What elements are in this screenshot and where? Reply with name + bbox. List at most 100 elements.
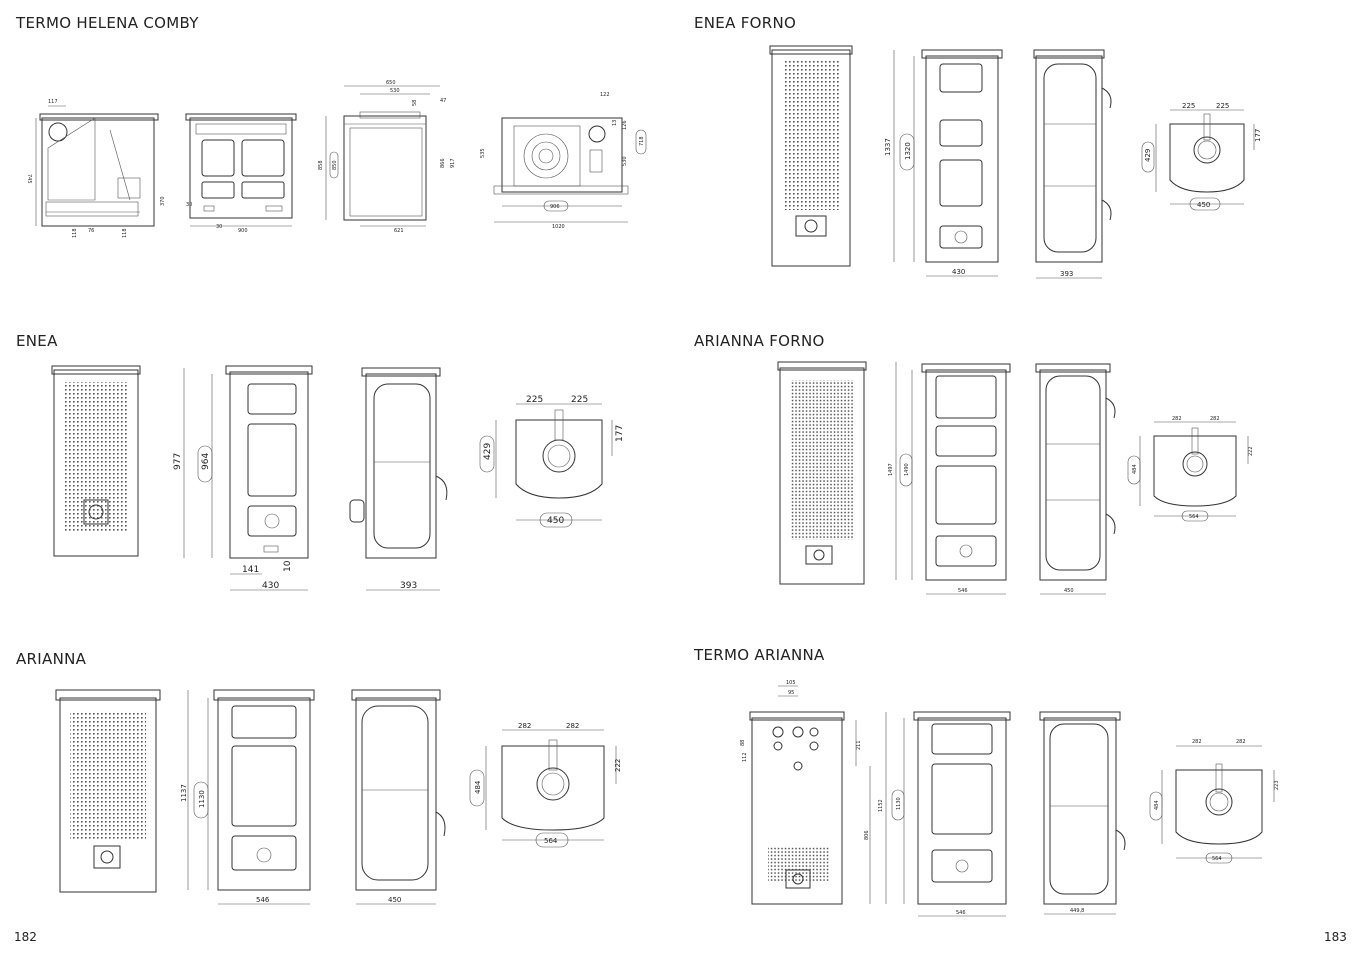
- dim-label: 484: [474, 780, 482, 794]
- termo-helena-comby-side-view: [39, 113, 159, 227]
- dim-label: 1497: [888, 463, 894, 476]
- arianna-forno-back-view: [777, 361, 867, 585]
- termo-arianna-front-view: [913, 711, 1011, 905]
- dim-label: 1490: [904, 463, 910, 476]
- dim-label: 535: [480, 148, 486, 158]
- arianna-front-view: [213, 689, 315, 891]
- section-title-termo-arianna: TERMO ARIANNA: [694, 646, 825, 664]
- arianna-back-view: [55, 689, 161, 893]
- dim-label: 222: [1248, 446, 1254, 456]
- dim-label: 58: [412, 100, 418, 106]
- dim-label: 370: [160, 196, 166, 206]
- dim-label: 429: [1144, 149, 1152, 162]
- dim-label: 225: [1216, 102, 1229, 110]
- arianna-forno-dimensions: 1497 1490 546 450 282 282 222 484 564: [888, 362, 1254, 595]
- dim-label: 745: [26, 174, 32, 184]
- dim-label: 225: [571, 395, 588, 405]
- dim-label: 47: [440, 98, 446, 104]
- dim-label: 222: [614, 759, 622, 772]
- dim-label: 88: [740, 740, 746, 746]
- dim-label: 95: [788, 690, 794, 696]
- termo-helena-comby-side-view-2: [343, 111, 427, 221]
- dim-label: 449,8: [1070, 908, 1084, 914]
- dim-label: 650: [386, 80, 396, 86]
- dim-label: 105: [786, 680, 796, 686]
- dim-label: 393: [1060, 270, 1073, 278]
- dim-label: 530: [390, 88, 400, 94]
- dim-label: 530: [622, 156, 628, 166]
- enea-top-view: [515, 409, 603, 499]
- dim-label: 564: [1189, 514, 1199, 520]
- termo-arianna-dimensions: 105 95 112 88 211 1152 1130 806 546 449,…: [740, 680, 1280, 917]
- arianna-forno-top-view: [1153, 427, 1237, 507]
- dim-label: 718: [639, 136, 645, 146]
- arianna-side-view: [351, 689, 446, 891]
- dim-label: 30: [186, 202, 192, 208]
- dim-label: 225: [1182, 102, 1195, 110]
- termo-arianna-side-view: [1039, 711, 1126, 905]
- termo-arianna-top-view: [1175, 763, 1263, 845]
- dim-label: 484: [1154, 800, 1160, 810]
- dim-label: 282: [1192, 739, 1202, 745]
- dim-label: 450: [1197, 201, 1210, 209]
- arianna-dimensions: 1137 1130 546 450 282 282 222 484 564: [180, 690, 622, 905]
- dim-label: 282: [1172, 416, 1182, 422]
- dim-label: 1152: [878, 799, 884, 812]
- dim-label: 450: [388, 896, 401, 904]
- dim-label: 850: [332, 160, 338, 170]
- enea-side-view: [349, 367, 448, 559]
- dim-label: 977: [173, 453, 183, 470]
- enea-forno-dimensions: 1337 1320 430 393 225 225 177 429 450: [884, 50, 1262, 279]
- enea-forno-side-view: [1033, 49, 1112, 263]
- dim-label: 564: [544, 837, 558, 845]
- dim-label: 546: [958, 588, 968, 594]
- arianna-top-view: [501, 739, 605, 831]
- section-title-enea-forno: ENEA FORNO: [694, 14, 797, 32]
- dim-label: 122: [600, 92, 610, 98]
- dim-label: 430: [262, 581, 279, 591]
- dim-label: 13: [612, 120, 618, 126]
- dim-label: 225: [526, 395, 543, 405]
- arianna-forno-side-view: [1035, 363, 1116, 581]
- dim-label: 450: [1064, 588, 1074, 594]
- dim-label: 76: [88, 228, 94, 234]
- dim-label: 866: [440, 158, 446, 168]
- dim-label: 1320: [904, 142, 912, 160]
- page-number-right: 183: [1324, 930, 1347, 944]
- dim-label: 282: [1236, 739, 1246, 745]
- dim-label: 1130: [896, 797, 902, 810]
- dim-label: 430: [952, 268, 965, 276]
- dim-label: 126: [622, 120, 628, 130]
- dim-label: 450: [547, 516, 564, 526]
- dim-label: 917: [450, 158, 456, 168]
- dim-label: 429: [483, 443, 493, 460]
- dim-label: 806: [864, 830, 870, 840]
- enea-dimensions: 977 964 141 10 430 393 225 225 177 429 4…: [173, 368, 625, 591]
- section-title-arianna-forno: ARIANNA FORNO: [694, 332, 825, 350]
- dim-label: 964: [201, 453, 211, 470]
- dim-label: 282: [518, 722, 531, 730]
- dim-label: 112: [742, 752, 748, 762]
- dim-label: 900: [238, 228, 248, 234]
- dim-label: 621: [394, 228, 404, 234]
- dim-label: 858: [318, 160, 324, 170]
- dim-label: 906: [550, 204, 560, 210]
- section-title-termo-helena-comby: TERMO HELENA COMBY: [16, 14, 199, 32]
- termo-helena-comby-dimensions: 117 745 118 76 118 370 30 30 900 650 530…: [26, 80, 647, 238]
- arianna-forno-front-view: [921, 363, 1011, 581]
- dim-label: 282: [566, 722, 579, 730]
- dim-label: 546: [256, 896, 270, 904]
- dim-label: 564: [1212, 856, 1222, 862]
- dim-label: 10: [283, 560, 293, 572]
- dim-label: 141: [242, 565, 259, 575]
- enea-front-view: [225, 365, 313, 559]
- dim-label: 1337: [884, 138, 892, 156]
- dim-label: 393: [400, 581, 417, 591]
- section-title-enea: ENEA: [16, 332, 58, 350]
- dim-label: 177: [615, 425, 625, 442]
- dim-label: 118: [122, 228, 128, 238]
- enea-forno-back-view: [769, 45, 853, 267]
- dim-label: 484: [1132, 464, 1138, 474]
- termo-arianna-back-view: [749, 711, 845, 905]
